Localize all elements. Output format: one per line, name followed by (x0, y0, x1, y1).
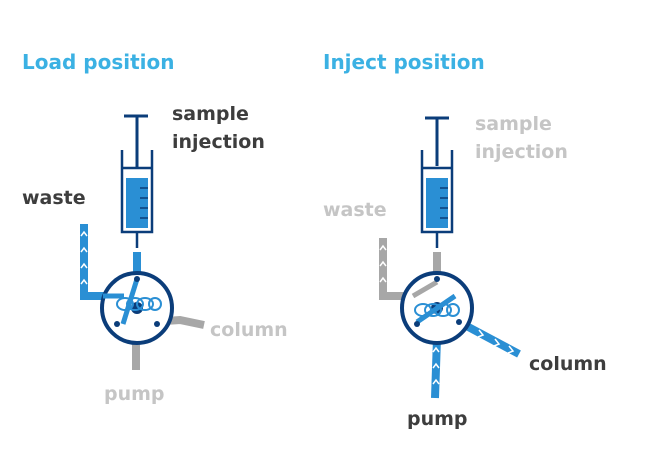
valve-body (400, 271, 474, 345)
sample-label-line1: sample (475, 113, 552, 135)
load-position-panel: Load position sample injection waste col… (22, 50, 288, 405)
sample-injection-label: sample injection (172, 100, 265, 156)
pump-label: pump (104, 383, 165, 405)
syringe-icon (120, 114, 154, 248)
load-position-title: Load position (22, 50, 175, 74)
sample-label-line2: injection (475, 141, 568, 163)
sample-label-line2: injection (172, 131, 265, 153)
flow-chevrons (477, 329, 515, 354)
flow-chevrons (80, 230, 88, 285)
sample-injection-label: sample injection (475, 110, 568, 166)
flow-chevrons (379, 244, 387, 283)
sample-label-line1: sample (172, 103, 249, 125)
pump-label: pump (407, 408, 468, 430)
inject-valve-diagram (379, 116, 521, 399)
load-valve-diagram (80, 114, 205, 370)
column-label: column (529, 353, 607, 375)
valve-body (100, 271, 174, 345)
sample-loop-icon (116, 297, 162, 311)
inject-position-title: Inject position (323, 50, 485, 74)
flow-chevrons (432, 346, 440, 385)
syringe-icon (420, 116, 454, 248)
sample-loop-icon (414, 303, 460, 317)
column-line (457, 318, 521, 358)
waste-label: waste (323, 199, 387, 221)
inject-position-panel: Inject position sample injection waste c… (323, 0, 646, 460)
column-label: column (210, 319, 288, 341)
waste-label: waste (22, 187, 86, 209)
